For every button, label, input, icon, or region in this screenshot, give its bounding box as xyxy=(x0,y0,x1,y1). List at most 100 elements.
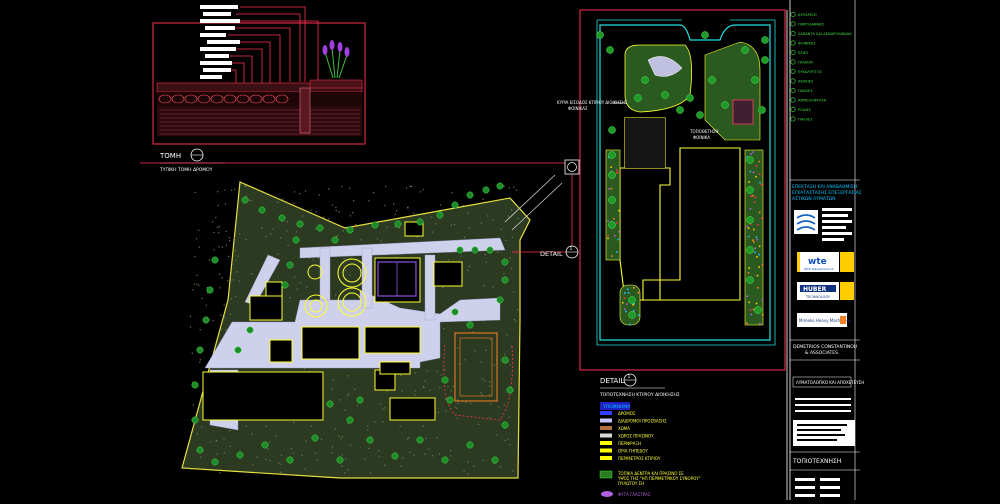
texture-dot xyxy=(413,212,415,214)
flower-dot xyxy=(633,287,635,289)
texture-dot xyxy=(293,421,295,424)
tree-canopy xyxy=(506,386,514,394)
flower-dot xyxy=(758,211,761,214)
plant-symbol-icon xyxy=(790,88,796,94)
flower-dot xyxy=(752,151,754,153)
texture-dot xyxy=(407,206,409,208)
texture-dot xyxy=(444,398,446,400)
texture-dot xyxy=(286,220,288,223)
texture-dot xyxy=(314,452,316,454)
detail-plan: ΚΥΡΙΑ ΕΙΣΟΔΟΣ ΚΤΙΡΙΟΥ ΔΙΟΙΚΗΣΗΣ ΦΟΙΝΙΚΑΣ… xyxy=(557,9,786,398)
texture-dot xyxy=(349,444,352,446)
curb xyxy=(299,87,311,134)
legend-tree-note: ΤΟΠΙΚΑ ΔΕΝΤΡΑ ΚΑΙ ΠΡΑΣΙΝΟ ΣΕ ΥΨΟΣ ΤΗΣ "Η… xyxy=(599,470,701,497)
flower-dot xyxy=(758,160,761,163)
title-block-ruled-text xyxy=(822,208,852,241)
flower-dot xyxy=(610,166,612,168)
texture-dot xyxy=(347,375,349,377)
flower-dot xyxy=(754,251,756,254)
texture-dot xyxy=(505,239,507,242)
plant-key-label: ΓΚΑΖΟΝ xyxy=(798,61,813,65)
flower-dot xyxy=(753,241,755,243)
legend-item: ΧΩΜΑ xyxy=(600,426,630,431)
legend-item: ΠΕΡΙΜΕΤΡΟΣ ΚΤΙΡΙΟΥ xyxy=(600,456,661,461)
texture-dot xyxy=(493,364,495,366)
texture-dot xyxy=(219,273,221,275)
flower-dot xyxy=(758,245,761,248)
soil-hatch xyxy=(160,109,360,135)
flower-dot xyxy=(637,314,640,316)
texture-dot xyxy=(211,221,214,223)
tree-canopy xyxy=(661,91,669,99)
tree-canopy xyxy=(441,376,449,384)
flower-dot xyxy=(625,310,627,313)
texture-dot xyxy=(275,435,277,437)
texture-dot xyxy=(382,421,384,423)
tree-canopy xyxy=(466,321,474,329)
texture-dot xyxy=(269,460,271,462)
flower-dot xyxy=(753,201,756,203)
texture-dot xyxy=(517,308,519,311)
texture-dot xyxy=(300,282,302,284)
third-logo xyxy=(797,313,847,327)
texture-dot xyxy=(251,433,253,435)
admin-building-fill xyxy=(625,118,665,168)
flower-dot xyxy=(615,169,618,171)
texture-dot xyxy=(510,267,513,269)
texture-dot xyxy=(305,440,307,442)
texture-dot xyxy=(481,394,483,396)
texture-dot xyxy=(364,458,366,460)
flower-dot xyxy=(750,195,752,197)
texture-dot xyxy=(451,192,453,194)
plant-key-item: ΓΚΑΖΟΝ xyxy=(790,59,813,65)
texture-dot xyxy=(402,457,404,459)
texture-dot xyxy=(437,411,439,414)
texture-dot xyxy=(398,227,400,229)
texture-dot xyxy=(425,437,427,440)
flower-dot xyxy=(616,222,618,224)
texture-dot xyxy=(261,227,263,229)
texture-dot xyxy=(495,434,498,436)
texture-dot xyxy=(482,459,484,462)
texture-dot xyxy=(477,423,480,425)
tree-canopy xyxy=(466,191,474,199)
texture-dot xyxy=(282,198,284,200)
texture-dot xyxy=(516,189,518,191)
tree-canopy xyxy=(336,456,344,464)
flower-dot xyxy=(749,309,752,312)
tree-canopy xyxy=(391,452,399,460)
texture-dot xyxy=(391,219,393,221)
tree-canopy xyxy=(721,101,729,109)
tree-canopy xyxy=(491,456,499,464)
legend-item: ΠΕΡΙΦΡΑΞΗ xyxy=(600,441,641,446)
texture-dot xyxy=(436,436,438,439)
sheet-title: ΤΟΠΙΟΤΕΧΝΗΣΗ xyxy=(792,458,841,465)
texture-dot xyxy=(294,276,296,278)
texture-dot xyxy=(268,441,270,443)
tree-canopies xyxy=(191,182,514,466)
tree-canopy xyxy=(436,211,444,219)
texture-dot xyxy=(328,218,330,220)
texture-dot xyxy=(232,279,235,281)
flower-dot xyxy=(755,175,757,178)
texture-dot xyxy=(217,204,219,206)
texture-dot xyxy=(316,459,318,461)
tree-canopy xyxy=(608,221,616,229)
flower-beds xyxy=(607,151,764,326)
texture-dot xyxy=(499,466,502,468)
tree-canopy xyxy=(696,111,704,119)
sports-court xyxy=(443,332,513,421)
tree-canopy xyxy=(196,346,204,354)
texture-dot xyxy=(457,399,459,401)
texture-dot xyxy=(508,187,510,189)
texture-dot xyxy=(345,269,347,271)
texture-dot xyxy=(296,288,298,290)
texture-dot xyxy=(265,459,267,461)
texture-dot xyxy=(245,425,247,427)
texture-dot xyxy=(205,304,207,306)
texture-dot xyxy=(287,244,289,246)
plant-key-label: ΕΥΚΑΛΥΠΤΟΣ xyxy=(798,70,823,74)
flower-dot xyxy=(624,292,626,294)
flower-dot xyxy=(755,302,758,305)
texture-dot xyxy=(191,468,193,470)
